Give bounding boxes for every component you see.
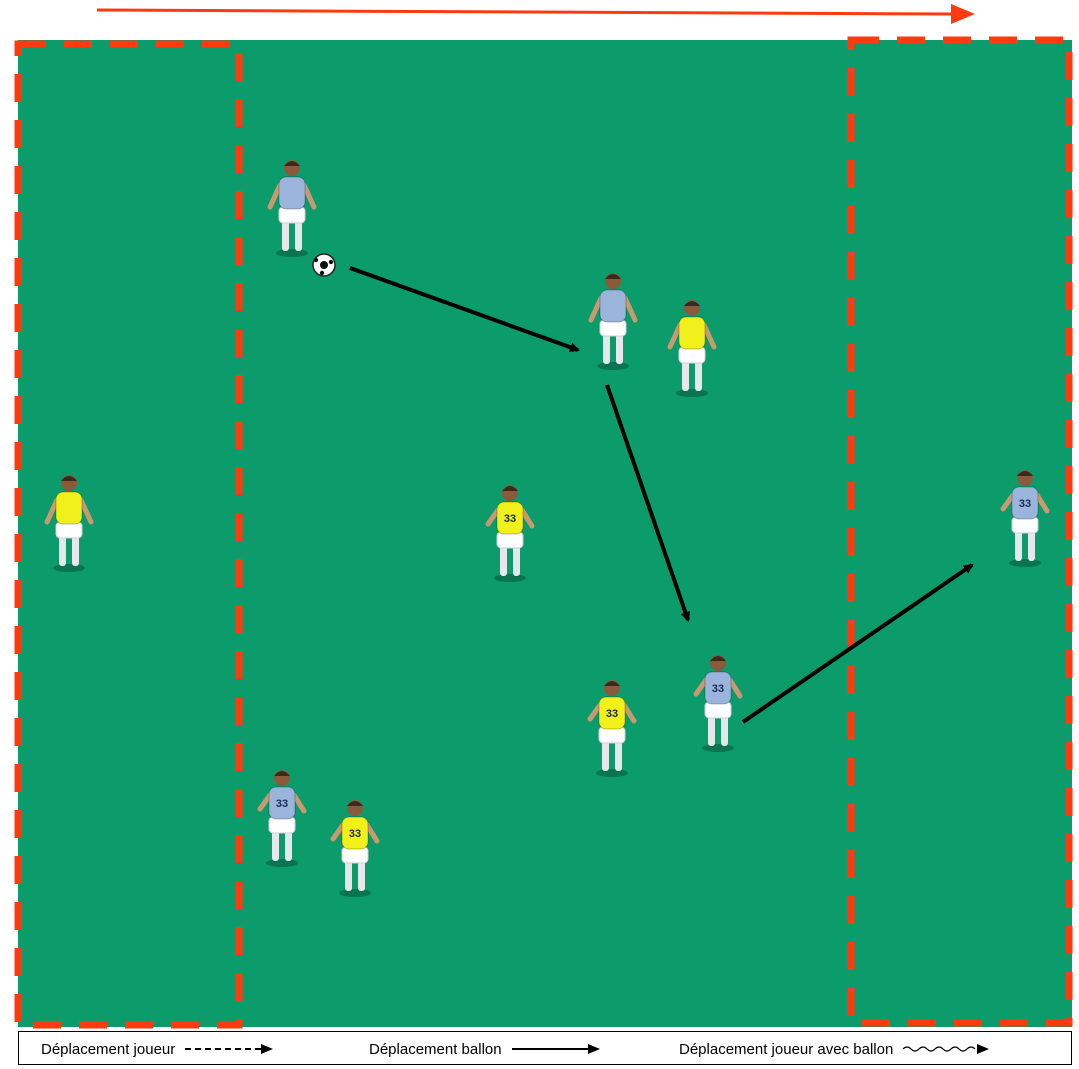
- player-blue: 33: [257, 770, 307, 867]
- player-blue: 33: [1000, 470, 1050, 567]
- player-yellow: 33: [330, 800, 380, 897]
- legend-player-with-ball: Déplacement joueur avec ballon: [679, 1039, 993, 1059]
- pass-3: [741, 563, 974, 724]
- legend: Déplacement joueur Déplacement ballon Dé…: [18, 1031, 1072, 1065]
- solid-arrow-icon: [511, 1044, 600, 1054]
- ball-path: [349, 266, 974, 724]
- legend-ball-move: Déplacement ballon: [369, 1039, 602, 1059]
- player-yellow: 33: [485, 485, 535, 582]
- player-blue: [267, 160, 317, 257]
- shirt-number: 33: [349, 828, 361, 840]
- pass-1: [349, 266, 580, 352]
- shirt-number: 33: [712, 683, 724, 695]
- player-blue: [588, 273, 638, 370]
- shirt-number: 33: [1019, 498, 1031, 510]
- shirt-number: 33: [276, 798, 288, 810]
- legend-ball-move-label: Déplacement ballon: [369, 1040, 502, 1058]
- shirt-number: 33: [606, 708, 618, 720]
- legend-player-move-label: Déplacement joueur: [41, 1040, 176, 1058]
- pass-2: [605, 384, 691, 622]
- player-yellow: [44, 475, 94, 572]
- ball: [312, 253, 336, 277]
- left-zone: [14, 40, 243, 1029]
- wavy-arrow-icon: [902, 1044, 990, 1054]
- field: [18, 40, 1072, 1027]
- player-blue: 33: [693, 655, 743, 752]
- player-yellow: 33: [587, 680, 637, 777]
- shirt-number: 33: [504, 513, 516, 525]
- legend-player-move: Déplacement joueur: [41, 1039, 275, 1059]
- right-zone: [847, 36, 1073, 1027]
- direction-arrow: [96, 4, 975, 24]
- dashed-arrow-icon: [185, 1044, 274, 1054]
- player-yellow: [667, 300, 717, 397]
- legend-player-with-ball-label: Déplacement joueur avec ballon: [679, 1040, 894, 1058]
